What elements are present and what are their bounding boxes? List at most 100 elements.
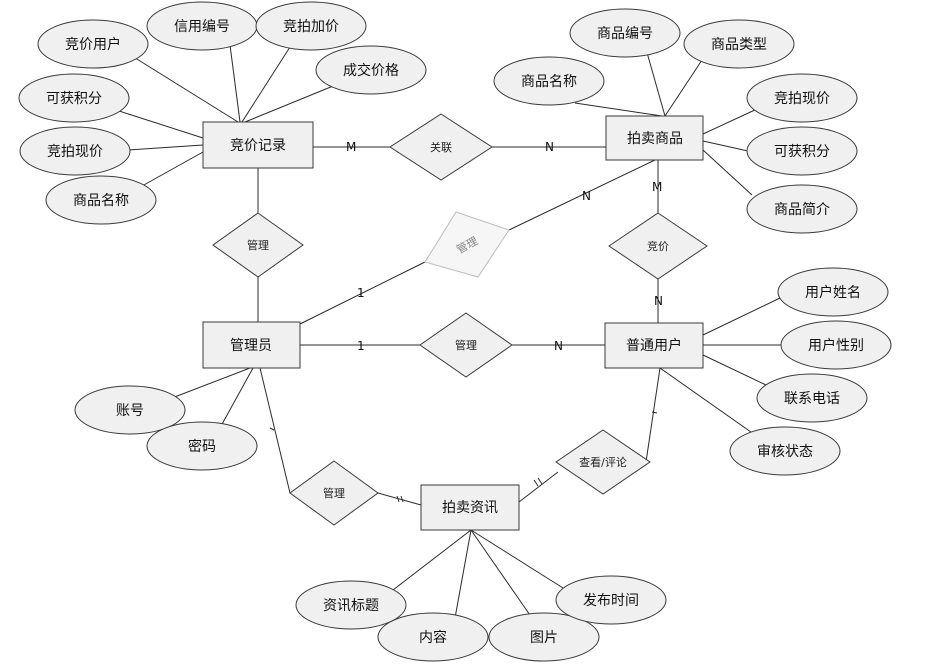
edge-bid-record-attr-3 xyxy=(241,46,291,123)
cardinalities: M N 1 N M N 1 N xyxy=(346,140,663,353)
edge-admin-manage-item xyxy=(299,261,426,325)
edge-bid-record-attr-7 xyxy=(141,151,204,187)
edge-item-attr-5 xyxy=(702,140,749,152)
card-associate-left: M xyxy=(346,140,356,154)
attr-ellipse xyxy=(74,385,186,435)
attr-ellipse xyxy=(255,1,367,51)
attr-ellipse xyxy=(19,126,131,176)
attr-admin-account: 账号 xyxy=(74,385,186,435)
attr-user-phone: 联系电话 xyxy=(756,373,868,423)
attr-label: 竞拍现价 xyxy=(47,143,103,160)
attr-user-name: 用户姓名 xyxy=(777,267,889,317)
relationship-bid: 竞价 xyxy=(608,212,708,280)
attr-label: 商品编号 xyxy=(597,26,653,42)
rel-label-manage-news: 管理 xyxy=(323,486,345,500)
edge-user-attr-4 xyxy=(659,367,759,438)
attr-ellipse xyxy=(493,56,605,106)
edge-item-attr-3 xyxy=(574,102,663,117)
rel-label-view-comment: 查看/评论 xyxy=(579,455,627,469)
attr-ellipse xyxy=(756,373,868,423)
attr-bid-record-current-price: 竞拍现价 xyxy=(19,126,131,176)
entity-admin: 管理员 xyxy=(202,321,301,369)
entity-box-auction-item xyxy=(605,115,704,161)
attr-bid-record-increment: 竞拍加价 xyxy=(255,1,367,51)
card-bid-item: M xyxy=(652,180,662,194)
attr-news-image: 图片 xyxy=(488,612,600,662)
attr-news-content: 内容 xyxy=(377,612,489,662)
edge-item-attr-2 xyxy=(664,56,705,117)
card-bid-user: N xyxy=(654,294,663,308)
attr-label: 资讯标题 xyxy=(323,598,379,614)
attr-ellipse xyxy=(569,8,681,58)
attr-ellipse xyxy=(315,45,427,95)
attr-bid-record-points: 可获积分 xyxy=(18,73,130,123)
attr-user-gender: 用户性别 xyxy=(780,320,892,370)
edge-bid-record-attr-2 xyxy=(229,44,241,123)
entity-label-user: 普通用户 xyxy=(626,337,682,354)
edge-bid-record-attr-5 xyxy=(115,109,204,139)
edge-admin-attr-1 xyxy=(171,367,251,399)
attr-label: 商品名称 xyxy=(73,193,129,209)
attr-ellipse xyxy=(488,612,600,662)
hash-mark-2 xyxy=(396,495,400,503)
attr-label: 竞拍现价 xyxy=(774,90,830,107)
edge-manage-news-news xyxy=(377,492,422,506)
attr-label: 竞拍加价 xyxy=(283,18,339,35)
edge-item-attr-1 xyxy=(645,48,666,117)
attr-label: 竞价用户 xyxy=(65,36,121,53)
edge-user-view xyxy=(645,367,661,463)
attr-ellipse xyxy=(746,184,858,234)
attr-label: 密码 xyxy=(188,438,216,455)
attr-ellipse xyxy=(555,575,667,625)
attr-label: 用户姓名 xyxy=(805,284,861,301)
entity-auction-news: 拍卖资讯 xyxy=(420,484,520,531)
attr-ellipse xyxy=(18,73,130,123)
attr-label: 图片 xyxy=(530,630,558,646)
entity-box-auction-news xyxy=(420,484,520,531)
rel-label-associate: 关联 xyxy=(430,140,452,154)
entity-label-auction-item: 拍卖商品 xyxy=(627,131,683,147)
entity-box-user xyxy=(604,322,704,369)
attr-news-title: 资讯标题 xyxy=(295,580,407,630)
attr-label: 商品简介 xyxy=(774,201,830,218)
card-manage-item-admin: 1 xyxy=(357,286,365,300)
attr-label: 审核状态 xyxy=(757,444,813,460)
relationship-manage-record: 管理 xyxy=(212,212,304,278)
diamond-manage-user xyxy=(419,312,513,378)
edge-manage-item-item xyxy=(508,159,656,231)
attr-label: 可获积分 xyxy=(774,144,830,160)
rel-label-manage-record: 管理 xyxy=(247,238,269,252)
attr-ellipse xyxy=(45,175,157,225)
edges xyxy=(115,44,782,619)
attr-item-type: 商品类型 xyxy=(683,19,795,69)
hash-mark-5 xyxy=(537,477,543,485)
diamond-manage-news xyxy=(289,460,379,526)
edge-news-attr-3 xyxy=(470,529,533,619)
hash-mark-3 xyxy=(400,495,404,503)
edge-user-attr-3 xyxy=(702,354,767,386)
relationship-manage-user: 管理 xyxy=(419,312,513,378)
hash-mark-1 xyxy=(269,427,275,431)
attr-item-summary: 商品简介 xyxy=(746,184,858,234)
attr-item-name: 商品名称 xyxy=(493,56,605,106)
card-manage-user-user: N xyxy=(554,339,563,353)
attr-bid-record-item-name: 商品名称 xyxy=(45,175,157,225)
edge-news-attr-4 xyxy=(470,529,564,589)
entity-label-admin: 管理员 xyxy=(230,338,272,354)
edge-bid-record-attr-1 xyxy=(131,55,239,123)
attr-item-points: 可获积分 xyxy=(746,126,858,176)
attr-admin-password: 密码 xyxy=(146,421,258,471)
diamond-bid xyxy=(608,212,708,280)
edge-view-news xyxy=(518,471,559,503)
entity-label-auction-news: 拍卖资讯 xyxy=(442,500,498,516)
relationship-view-comment: 查看/评论 xyxy=(555,429,651,495)
attr-label: 内容 xyxy=(419,629,447,646)
diamond-view-comment xyxy=(555,429,651,495)
entity-label-bid-record: 竞价记录 xyxy=(230,137,286,154)
edge-item-attr-4 xyxy=(702,108,758,135)
diamond-associate xyxy=(389,113,493,181)
relationship-manage-news: 管理 xyxy=(289,460,379,526)
attr-ellipse xyxy=(377,612,489,662)
relationship-manage-item: 管理 xyxy=(424,211,510,278)
